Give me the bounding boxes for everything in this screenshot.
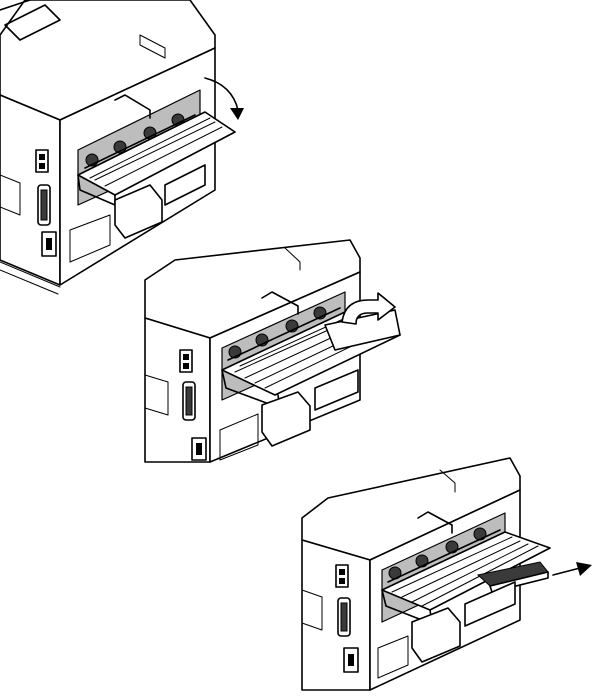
step-2-printer <box>145 240 400 462</box>
straight-right-arrow-icon <box>553 562 592 576</box>
step-1-printer <box>0 0 235 294</box>
printer-side-panel <box>302 540 370 690</box>
step-3-printer <box>302 458 550 690</box>
